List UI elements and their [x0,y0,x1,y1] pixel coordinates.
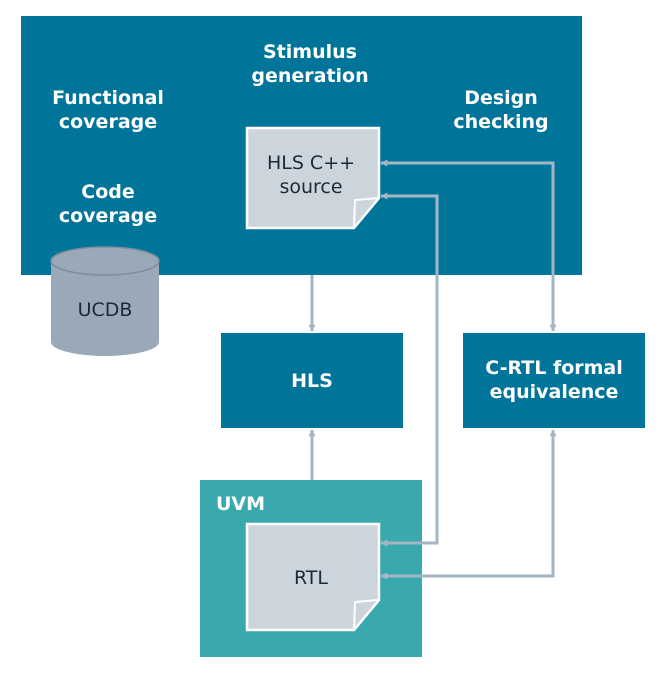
database-body [51,261,159,356]
formal-box-label: C-RTL formal equivalence [463,356,645,404]
functional-coverage-label: Functional coverage [38,86,178,134]
hls-source-label: HLS C++ source [250,151,372,199]
formal-line2: equivalence [489,381,619,403]
hls-source-page [245,126,381,230]
stimulus-generation-label: Stimulus generation [230,40,390,88]
code-line1: Code [81,181,135,203]
arrow-formal-to-rtl [380,429,557,580]
stimulus-line1: Stimulus [263,41,357,63]
functional-line2: coverage [58,111,158,133]
hls-box-label: HLS [291,370,333,392]
formal-box [463,333,645,428]
design-line2: checking [453,111,549,133]
rtl-document [245,522,381,632]
database-top [50,246,160,276]
hls-source-line2: source [279,176,343,198]
rtl-label: RTL [293,567,328,589]
code-coverage-label: Code coverage [48,180,168,228]
hls-source-line1: HLS C++ [266,152,356,174]
rtl-page-fold [353,599,380,631]
code-line2: coverage [58,205,158,227]
design-checking-label: Design checking [436,86,566,134]
uvm-label: UVM [216,493,266,515]
functional-line1: Functional [52,87,164,109]
arrow-formal-to-hls-source [380,159,557,332]
hls-source-page-fold [353,197,380,229]
hls-box [221,333,403,428]
design-line1: Design [464,87,538,109]
connectors [308,159,557,580]
ucdb-database [50,246,160,356]
ucdb-label: UCDB [77,299,133,321]
rtl-page [245,522,381,632]
hls-source-document [245,126,381,230]
formal-line1: C-RTL formal [485,357,623,379]
stimulus-line2: generation [251,65,369,87]
